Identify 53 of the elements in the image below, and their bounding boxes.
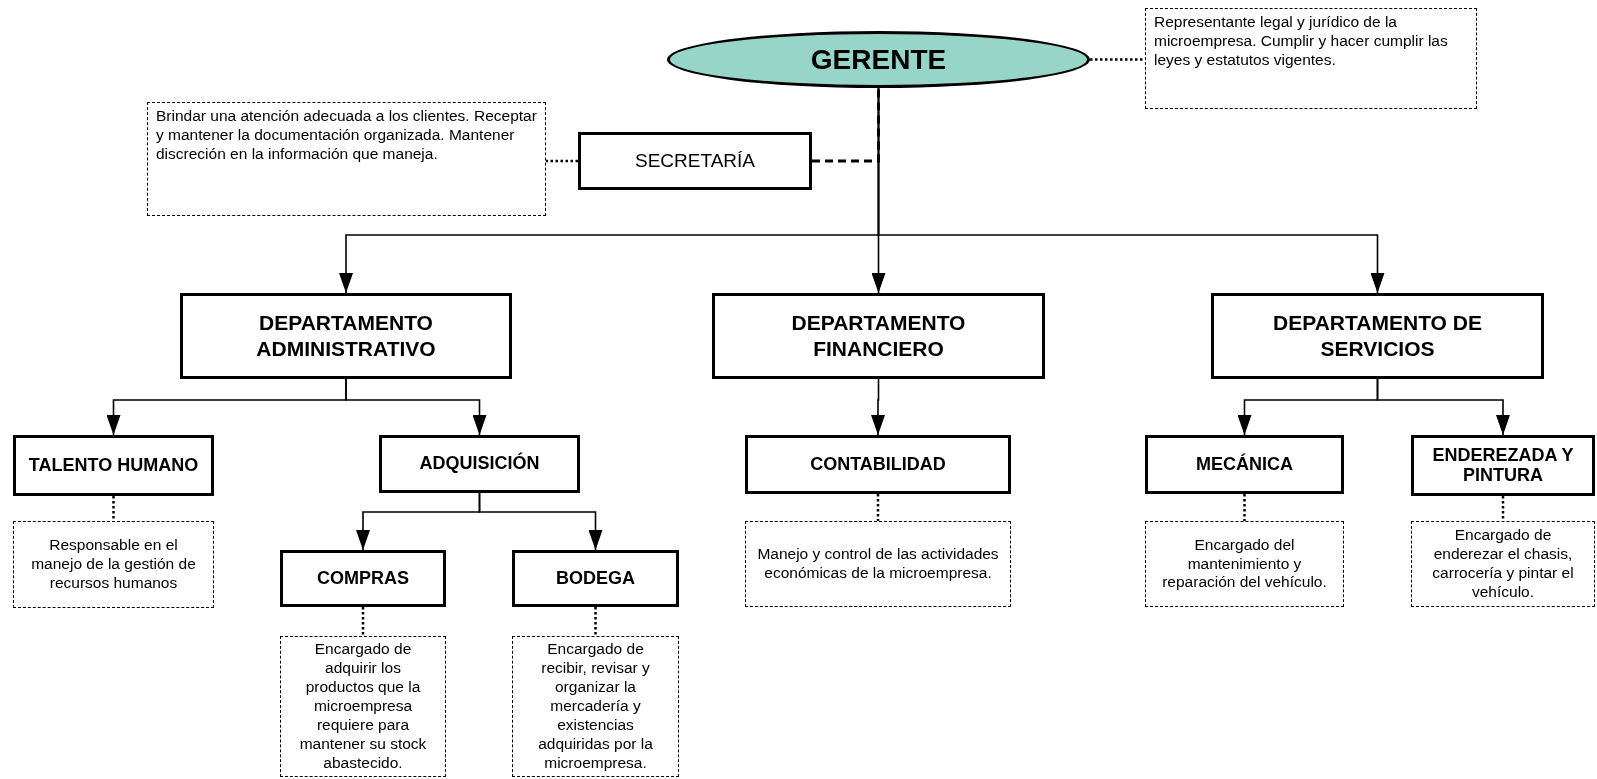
description-text: Encargado de recibir, revisar y organizar la mercadería y existencias adquiridas por la microempresa. <box>537 640 654 773</box>
dotted-connector <box>361 607 365 636</box>
role-title: ADQUISICIÓN <box>419 454 540 474</box>
role-box <box>13 435 214 496</box>
description-text: Encargado de enderezar el chasis, carrocería y pintar el vehículo. <box>1431 526 1575 602</box>
dotted-connector <box>594 607 597 636</box>
arrow <box>345 378 487 436</box>
note-box <box>1145 8 1477 109</box>
role-title: DEPARTAMENTO FINANCIERO <box>790 309 967 362</box>
note-box <box>1145 521 1344 607</box>
role-box <box>379 435 580 493</box>
role-title: SECRETARÍA <box>635 150 755 172</box>
dotted-connector <box>112 496 115 521</box>
role-title: COMPRAS <box>317 568 409 589</box>
description-text: Encargado de adquirir los productos que la microempresa requiere para mantener su stock abastecido. <box>298 640 428 773</box>
role-box <box>280 550 446 607</box>
description-text: Representante legal y jurídico de la microempresa. Cumplir y hacer cumplir las leyes y estatutos vigentes. <box>1154 13 1449 70</box>
arrow <box>1376 378 1510 436</box>
role-box <box>578 132 812 190</box>
department-box <box>180 293 512 379</box>
role-title: GERENTE <box>810 43 947 76</box>
dotted-connector <box>812 88 880 163</box>
role-title: CONTABILIDAD <box>810 454 946 475</box>
role-title: TALENTO HUMANO <box>28 455 199 476</box>
note-box <box>512 636 679 777</box>
note-box <box>13 521 214 608</box>
description-text: Responsable en el manejo de la gestión de recursos humanos <box>30 536 197 593</box>
role-box <box>745 435 1011 494</box>
note-box <box>1411 521 1595 607</box>
role-title: MECÁNICA <box>1196 454 1293 475</box>
dotted-connector <box>1090 58 1145 61</box>
description-text: Manejo y control de las actividades económicas de la microempresa. <box>756 545 1000 583</box>
note-box <box>745 521 1011 607</box>
arrow <box>478 492 603 551</box>
arrow <box>877 87 1385 294</box>
role-box <box>1145 435 1344 494</box>
role-title: DEPARTAMENTO DE SERVICIOS <box>1272 309 1483 362</box>
note-box <box>147 102 546 216</box>
dotted-connector <box>1501 496 1505 521</box>
note-box <box>280 636 446 777</box>
role-title: ENDEREZADA Y PINTURA <box>1431 445 1575 486</box>
description-text: Brindar una atención adecuada a los clientes. Receptar y mantener la documentación organizada. Mantener discreción en la información que maneja. <box>156 107 537 164</box>
department-box <box>712 293 1045 379</box>
dotted-connector <box>876 494 880 521</box>
role-box <box>512 550 679 607</box>
dotted-connector <box>1243 494 1246 521</box>
description-text: Encargado del mantenimiento y reparación del vehículo. <box>1161 535 1328 593</box>
role-title: DEPARTAMENTO ADMINISTRATIVO <box>255 309 437 362</box>
role-title: BODEGA <box>556 568 635 589</box>
dotted-connector <box>546 159 578 163</box>
department-box <box>1211 293 1544 379</box>
role-box <box>1411 435 1595 496</box>
arrow <box>871 378 885 436</box>
